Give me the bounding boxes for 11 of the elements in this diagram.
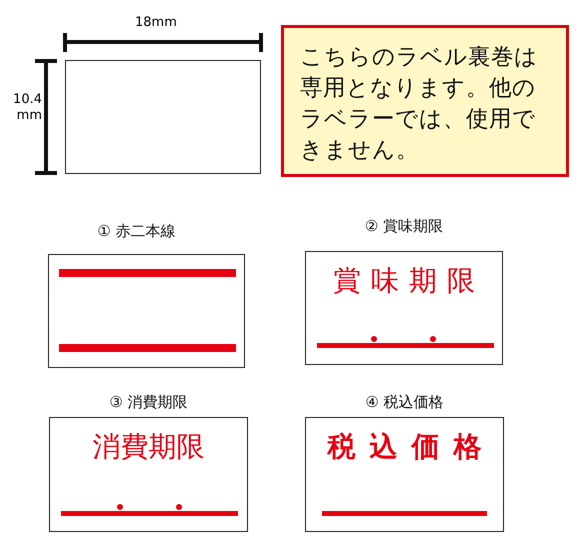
- label-heading: ④ 税込価格: [364, 393, 445, 412]
- printed-text: 消費期限: [92, 430, 204, 463]
- printed-text: 税込価格: [328, 430, 496, 463]
- label-outline: [65, 60, 261, 174]
- label-heading: ② 賞味期限: [364, 217, 444, 236]
- notice-box: こちらのラベル裏巻は専用となります。他のラベラーでは、使用できません。: [281, 25, 569, 177]
- label-heading: ③ 消費期限: [108, 393, 189, 412]
- printed-text: 賞味期限: [333, 264, 485, 297]
- dimension-label: 10.4 mm: [12, 92, 42, 124]
- label-heading: ① 赤二本線: [96, 222, 177, 241]
- dimension-label: 18mm: [135, 15, 177, 30]
